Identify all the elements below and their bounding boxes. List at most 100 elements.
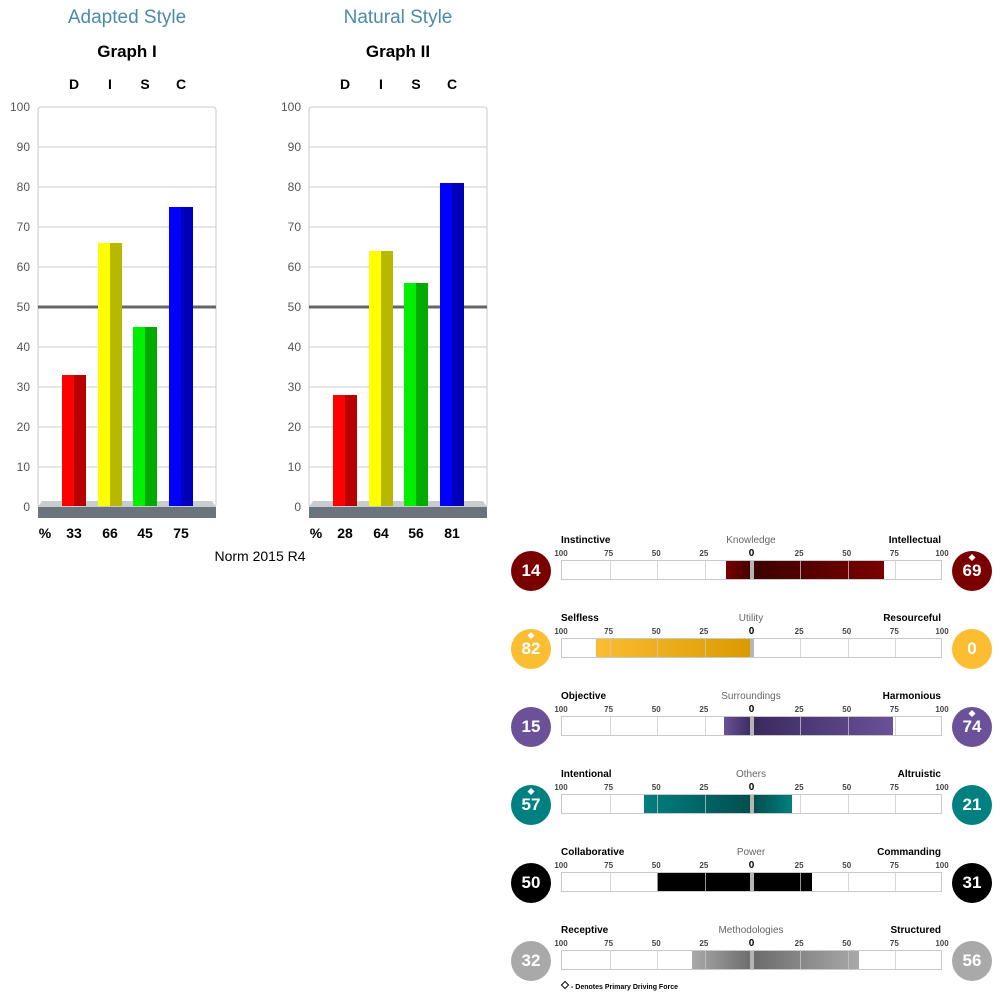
scale-tick-label: 0 <box>748 704 755 715</box>
y-tick-label: 60 <box>17 260 31 274</box>
scale-tick-label: 25 <box>794 627 804 636</box>
driver-gridline <box>704 561 706 579</box>
scale-tick-label: 50 <box>842 627 852 636</box>
chart-base <box>309 507 487 518</box>
driver-score-right: 31 <box>952 863 992 903</box>
driver-gridline <box>704 795 706 813</box>
driver-right-label: Altruistic <box>897 769 941 780</box>
y-tick-label: 70 <box>288 220 302 234</box>
driver-zero-marker <box>750 951 754 969</box>
y-tick-label: 30 <box>17 380 31 394</box>
scale-tick-label: 50 <box>842 783 852 792</box>
driver-left-label: Selfless <box>561 613 599 624</box>
percent-label: % <box>39 525 52 541</box>
bar-s <box>404 283 416 506</box>
driver-gridline <box>657 873 659 891</box>
driver-gridline <box>895 717 897 735</box>
y-tick-label: 30 <box>288 380 302 394</box>
y-tick-label: 20 <box>288 420 302 434</box>
driver-name: Knowledge <box>726 535 776 546</box>
y-tick-label: 40 <box>288 340 302 354</box>
bar-c <box>169 207 181 506</box>
scale-tick-label: 75 <box>604 549 614 558</box>
scale-tick-label: 25 <box>699 861 709 870</box>
driver-gridline <box>609 561 611 579</box>
bar-s-side <box>416 283 428 506</box>
driver-gridline <box>657 717 659 735</box>
category-label-i: I <box>379 76 383 92</box>
y-tick-label: 0 <box>294 500 301 514</box>
driver-gridline <box>895 873 897 891</box>
driver-gridline <box>704 717 706 735</box>
driver-score-value: 57 <box>521 795 541 814</box>
graph-i-title: Graph I <box>97 42 157 61</box>
scale-tick-label: 50 <box>651 705 661 714</box>
bar-d-side <box>345 395 357 506</box>
bar-c <box>440 183 452 506</box>
scale-tick-label: 25 <box>794 939 804 948</box>
scale-tick-label: 100 <box>554 861 568 870</box>
driver-name: Power <box>736 847 766 858</box>
scale-tick-label: 100 <box>554 627 568 636</box>
scale-tick-label: 0 <box>748 626 755 637</box>
driver-right-label: Resourceful <box>883 613 941 624</box>
scale-tick-label: 0 <box>748 548 755 559</box>
driver-gridline <box>800 795 802 813</box>
scale-tick-label: 50 <box>651 549 661 558</box>
scale-tick-label: 100 <box>935 783 949 792</box>
graph-ii-title: Graph II <box>365 42 431 61</box>
driver-score-left: 50 <box>511 863 551 903</box>
driver-gridline <box>704 951 706 969</box>
driver-gridline <box>609 951 611 969</box>
driver-score-value: 82 <box>521 639 541 658</box>
bar-d <box>62 375 74 506</box>
driver-bar-fill <box>643 795 793 813</box>
driver-score-left: 57 <box>511 785 551 825</box>
scale-tick-label: 50 <box>842 705 852 714</box>
scale-tick-label: 100 <box>935 549 949 558</box>
driver-gridline <box>847 717 849 735</box>
driver-bar-fill <box>691 951 860 969</box>
driver-left-label: Receptive <box>561 925 609 936</box>
scale-tick-label: 100 <box>554 939 568 948</box>
scale-tick-label: 25 <box>794 549 804 558</box>
scale-tick-label: 100 <box>935 627 949 636</box>
scale-tick-label: 50 <box>651 783 661 792</box>
percent-label: % <box>310 525 323 541</box>
driver-gridline <box>657 951 659 969</box>
scale-tick-label: 75 <box>889 705 899 714</box>
driver-gridline <box>704 873 706 891</box>
bar-c-side <box>181 207 193 506</box>
diamond-icon <box>527 631 535 640</box>
driver-name: Surroundings <box>721 691 781 702</box>
driver-gridline <box>609 639 611 657</box>
bar-i <box>369 251 381 506</box>
driver-score-left: 82 <box>511 629 551 669</box>
driver-gridline <box>895 639 897 657</box>
scale-tick-label: 50 <box>651 861 661 870</box>
legend-note-text: - Denotes Primary Driving Force <box>571 984 678 991</box>
driver-bar <box>561 950 942 970</box>
driver-zero-marker <box>750 873 754 891</box>
category-label-d: D <box>340 76 350 92</box>
natural-style-title: Natural Style <box>343 7 453 28</box>
driver-bar <box>561 794 942 814</box>
driver-gridline <box>657 561 659 579</box>
driver-gridline <box>895 951 897 969</box>
scale-tick-label: 25 <box>794 783 804 792</box>
driver-gridline <box>895 561 897 579</box>
driver-gridline <box>800 951 802 969</box>
scale-tick-label: 75 <box>889 549 899 558</box>
driver-score-value: 56 <box>962 951 982 970</box>
driver-gridline <box>847 951 849 969</box>
scale-tick-label: 75 <box>889 783 899 792</box>
driver-gridline <box>800 717 802 735</box>
scale-tick-label: 0 <box>748 860 755 871</box>
driver-score-left: 14 <box>511 551 551 591</box>
scale-tick-label: 25 <box>794 705 804 714</box>
bar-d <box>333 395 345 506</box>
